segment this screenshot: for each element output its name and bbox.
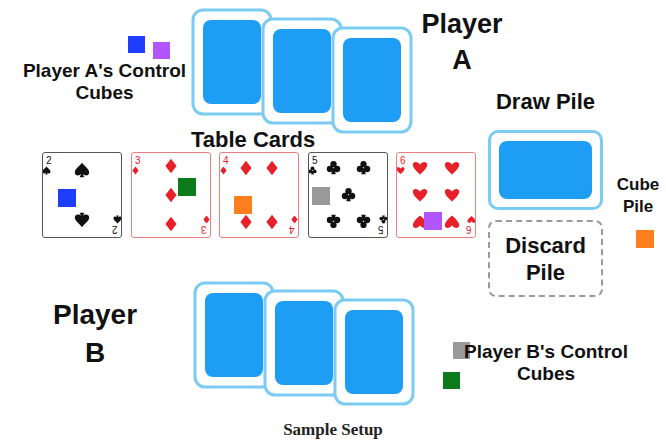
card-back <box>203 20 261 104</box>
corner-suit <box>203 215 209 223</box>
suit-pip <box>165 159 176 173</box>
card-back <box>273 29 331 113</box>
corner-suit <box>220 166 226 174</box>
pile-cube <box>636 230 654 248</box>
pile-heading: Draw Pile <box>471 89 620 115</box>
player-label: Player B <box>40 296 150 372</box>
player-b-hand <box>195 283 413 404</box>
card-pips <box>308 161 387 228</box>
card-index: 6 <box>400 156 406 166</box>
suit-pip <box>413 189 427 201</box>
control-cube <box>443 372 460 389</box>
card-index: 3 <box>135 156 141 166</box>
card-index: 5 <box>312 156 318 166</box>
control-cube <box>312 187 330 205</box>
card-pips <box>132 159 209 231</box>
table-card: 66 <box>396 152 476 238</box>
cube-owner-label: Player B's Control Cubes <box>462 341 630 385</box>
card-back <box>345 310 403 394</box>
caption: Sample Setup <box>183 420 483 440</box>
card-index: 2 <box>112 224 118 234</box>
corner-suit <box>113 215 121 223</box>
suit-pip <box>240 215 251 229</box>
area-label: Table Cards <box>187 127 319 152</box>
suit-pip <box>266 161 277 175</box>
corner-suit <box>132 166 138 174</box>
card-back <box>205 293 263 377</box>
suit-pip <box>327 161 341 174</box>
suit-pip <box>357 215 371 228</box>
suit-pip <box>413 162 427 174</box>
control-cube <box>178 178 196 196</box>
hand-card <box>265 291 343 395</box>
table-card: 33 <box>131 152 211 238</box>
player-label: Player A <box>412 6 512 78</box>
corner-suit <box>379 215 387 223</box>
table-card: 44 <box>219 152 299 238</box>
suit-pip <box>165 217 176 231</box>
hand-card <box>193 10 271 114</box>
suit-pip <box>75 213 89 227</box>
suit-pip <box>445 216 459 228</box>
suit-pip <box>165 188 176 202</box>
corner-suit <box>42 166 50 174</box>
control-cube <box>234 196 252 214</box>
control-cube <box>58 189 76 207</box>
table-card: 22 <box>42 152 122 238</box>
suit-pip <box>75 163 89 177</box>
card-pips <box>42 163 121 227</box>
card-index: 4 <box>223 156 229 166</box>
card-index: 2 <box>46 156 52 166</box>
hand-card <box>333 28 411 132</box>
suit-pip <box>266 215 277 229</box>
corner-suit <box>291 215 297 223</box>
suit-pip <box>327 215 341 228</box>
card-index: 3 <box>201 224 207 234</box>
hand-card <box>335 300 413 404</box>
card-back <box>499 141 592 199</box>
card-pips <box>220 161 297 229</box>
control-cube <box>153 42 170 59</box>
card-back <box>343 38 401 122</box>
control-cube <box>128 36 145 53</box>
cube-owner-label: Player A's Control Cubes <box>22 60 187 104</box>
hand-card <box>195 283 273 387</box>
corner-suit <box>467 216 475 223</box>
player-a-hand <box>193 10 411 132</box>
corner-suit <box>396 167 404 174</box>
suit-pip <box>342 188 356 201</box>
suit-pip <box>357 161 371 174</box>
suit-pip <box>445 189 459 201</box>
card-index: 5 <box>378 224 384 234</box>
draw-pile: Draw Pile <box>488 130 603 210</box>
pile-label: Cube Pile <box>613 174 663 218</box>
corner-suit <box>308 167 316 175</box>
card-pips <box>396 162 475 230</box>
table-card: 55 <box>308 152 388 238</box>
card-index: 4 <box>289 224 295 234</box>
suit-pip <box>445 162 459 174</box>
hand-card <box>263 19 341 123</box>
card-index: 6 <box>466 224 472 234</box>
discard-pile: Discard Pile <box>488 220 603 297</box>
card-back <box>275 301 333 385</box>
pile-label: Discard Pile <box>496 232 596 286</box>
suit-pip <box>240 161 251 175</box>
control-cube <box>424 212 442 230</box>
